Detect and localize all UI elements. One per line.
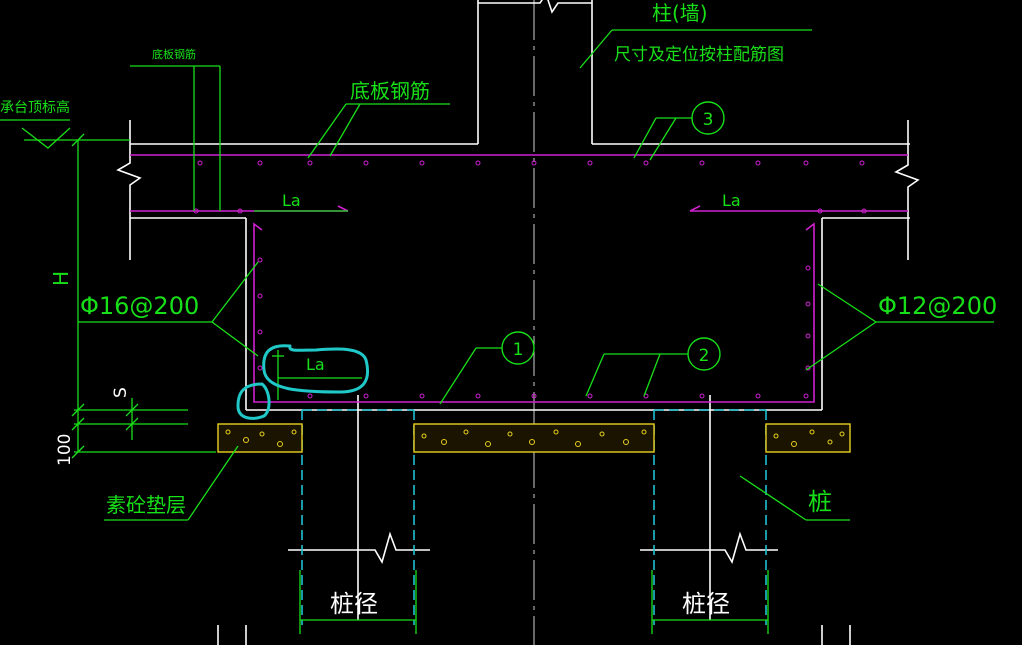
- highlight-corner: [236, 382, 271, 420]
- height-dimension-label: H: [49, 271, 73, 286]
- slab-rebar-label: 底板钢筋: [350, 79, 430, 103]
- callout-3-circle: [691, 101, 725, 135]
- highlight-marks: [236, 344, 370, 420]
- highlight-la: [262, 344, 370, 394]
- bedding-label: 素砼垫层: [106, 493, 186, 517]
- pile-diameter-left-label: 桩径: [330, 590, 378, 618]
- annotation-lines: [0, 29, 994, 634]
- callout-2-circle: [687, 337, 721, 371]
- bedding-texture: [225, 429, 845, 447]
- cap-top-elevation-label: 承台顶标高: [0, 99, 70, 116]
- dimension-100-label: 100: [55, 434, 75, 466]
- column-note-label: 尺寸及定位按柱配筋图: [614, 45, 784, 65]
- pile-diameter-right-label: 桩径: [682, 590, 730, 618]
- side-rebar-right-label: Φ12@200: [878, 292, 997, 320]
- callout-3-label: 3: [703, 110, 714, 130]
- la-top-right-label: La: [722, 191, 741, 210]
- la-bottom-left-label: La: [306, 355, 325, 374]
- pile-label: 桩: [808, 488, 832, 516]
- bedding-layer: [217, 423, 851, 453]
- callout-1-circle: [501, 331, 535, 365]
- la-top-left-label: La: [282, 191, 301, 210]
- spacing-dimension-label: S: [111, 387, 131, 398]
- column-wall-label: 柱(墙): [652, 1, 708, 25]
- callout-1-label: 1: [513, 340, 524, 360]
- callout-2-label: 2: [699, 346, 710, 366]
- slab-rebar-small-label: 底板钢筋: [152, 47, 196, 61]
- concrete-outline: [116, 0, 920, 645]
- callout-circles: [501, 101, 725, 371]
- side-rebar-left-label: Φ16@200: [80, 292, 199, 320]
